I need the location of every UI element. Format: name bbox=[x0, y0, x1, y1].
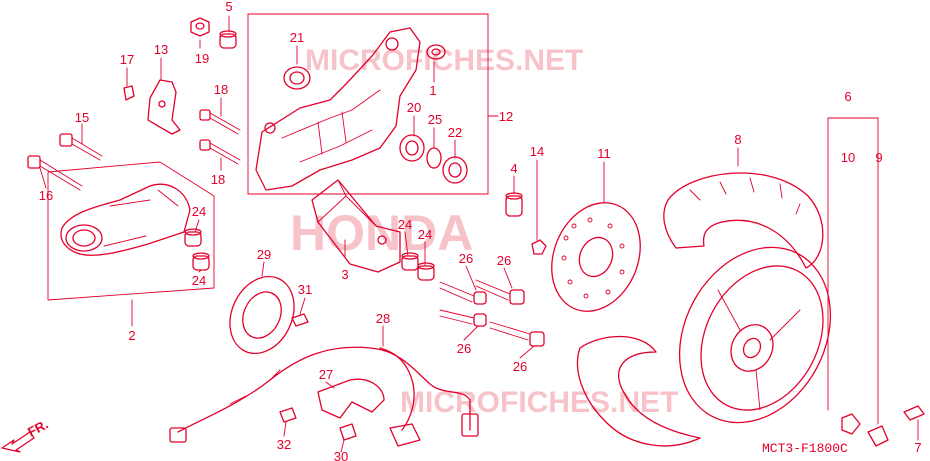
callout-26-c: 26 bbox=[457, 341, 471, 356]
callout-19: 19 bbox=[195, 51, 209, 66]
watermark-brand: HONDA bbox=[290, 205, 473, 261]
part-collar-5[interactable] bbox=[219, 30, 237, 49]
part-bolt-26-b[interactable] bbox=[475, 279, 525, 305]
callout-26-b: 26 bbox=[497, 253, 511, 268]
part-clip-7[interactable] bbox=[903, 405, 925, 421]
part-bushing-1[interactable] bbox=[426, 44, 446, 60]
callout-32: 32 bbox=[277, 437, 291, 452]
callout-2: 2 bbox=[128, 328, 135, 343]
callout-18-upper: 18 bbox=[214, 82, 228, 97]
callout-21: 21 bbox=[290, 30, 304, 45]
valve-group-lines bbox=[827, 117, 879, 425]
part-bolt-14[interactable] bbox=[531, 239, 547, 255]
callout-29: 29 bbox=[257, 247, 271, 262]
leader-lines bbox=[39, 15, 919, 453]
callout-26-d: 26 bbox=[513, 359, 527, 374]
direction-label: FR. bbox=[25, 416, 51, 439]
part-bearing-21[interactable] bbox=[283, 66, 311, 90]
callout-28: 28 bbox=[376, 311, 390, 326]
part-bolt-18-lower[interactable] bbox=[199, 139, 241, 165]
callout-3: 3 bbox=[341, 267, 348, 282]
part-bearing-20[interactable] bbox=[399, 134, 425, 162]
part-collar-24-a[interactable] bbox=[184, 228, 202, 247]
part-bearing-22[interactable] bbox=[442, 156, 468, 184]
callout-26-a: 26 bbox=[459, 251, 473, 266]
part-bolt-18-upper[interactable] bbox=[199, 109, 241, 135]
swing-arm-group-outline bbox=[47, 161, 215, 301]
callout-22: 22 bbox=[448, 125, 462, 140]
callout-24-a: 24 bbox=[192, 204, 206, 219]
callout-11: 11 bbox=[597, 146, 611, 161]
diagram-code: MCT3-F1800C bbox=[762, 441, 848, 456]
callout-17: 17 bbox=[120, 52, 134, 67]
part-valve-10[interactable] bbox=[841, 413, 861, 435]
part-bolt-26-c[interactable] bbox=[439, 309, 487, 327]
part-bolt-16[interactable] bbox=[27, 155, 83, 191]
part-collar-24-d[interactable] bbox=[417, 262, 435, 281]
part-sensor-wire-28[interactable] bbox=[169, 346, 479, 447]
callout-12: 12 bbox=[499, 109, 513, 124]
callout-18-lower: 18 bbox=[211, 172, 225, 187]
front-direction-arrow: FR. bbox=[1, 416, 51, 453]
callout-24-b: 24 bbox=[192, 273, 206, 288]
callout-13: 13 bbox=[154, 42, 168, 57]
part-bolt-32[interactable] bbox=[279, 407, 297, 423]
callout-27: 27 bbox=[319, 367, 333, 382]
callout-24-d: 24 bbox=[418, 227, 432, 242]
callout-9: 9 bbox=[875, 150, 882, 165]
part-tire-8[interactable] bbox=[576, 172, 824, 447]
part-collar-24-b[interactable] bbox=[192, 252, 210, 271]
callout-14: 14 bbox=[530, 144, 544, 159]
part-bolt-15[interactable] bbox=[59, 133, 103, 161]
part-link-3[interactable] bbox=[311, 179, 401, 273]
part-clamp-27[interactable] bbox=[317, 378, 385, 419]
callout-8: 8 bbox=[734, 132, 741, 147]
callout-10: 10 bbox=[841, 150, 855, 165]
callout-25: 25 bbox=[428, 112, 442, 127]
callout-20: 20 bbox=[407, 100, 421, 115]
part-brake-disc-11[interactable] bbox=[536, 189, 656, 324]
part-bolt-30[interactable] bbox=[339, 423, 357, 441]
callout-24-c: 24 bbox=[398, 217, 412, 232]
part-bolt-26-a[interactable] bbox=[439, 281, 487, 305]
part-nut-19[interactable] bbox=[190, 17, 210, 37]
callout-16: 16 bbox=[39, 188, 53, 203]
part-bolt-17[interactable] bbox=[123, 85, 135, 101]
watermark-site-bottom: MICROFICHES.NET bbox=[400, 386, 678, 419]
part-valve-9[interactable] bbox=[867, 425, 889, 447]
hanger-group-outline bbox=[247, 13, 489, 195]
callout-labels: 5 19 21 1 17 13 18 18 15 16 24 24 2 20 2… bbox=[39, 0, 922, 461]
callout-7: 7 bbox=[914, 440, 921, 455]
callout-30: 30 bbox=[334, 449, 348, 461]
callout-31: 31 bbox=[298, 282, 312, 297]
part-bolt-31[interactable] bbox=[291, 313, 309, 327]
callout-6: 6 bbox=[844, 89, 851, 104]
callout-4: 4 bbox=[510, 161, 517, 176]
callout-15: 15 bbox=[75, 110, 89, 125]
part-pulser-ring-29[interactable] bbox=[218, 266, 306, 364]
part-collar-4[interactable] bbox=[505, 192, 523, 217]
part-bolt-26-d[interactable] bbox=[489, 321, 545, 347]
callout-1: 1 bbox=[429, 83, 436, 98]
part-rear-wheel[interactable] bbox=[650, 221, 860, 449]
part-bracket-13[interactable] bbox=[147, 79, 181, 135]
part-hanger-bracket-1[interactable] bbox=[255, 27, 421, 191]
part-swing-arm-2[interactable] bbox=[60, 183, 191, 256]
callout-5: 5 bbox=[225, 0, 232, 14]
part-collar-24-c[interactable] bbox=[401, 252, 419, 271]
part-collar-25[interactable] bbox=[426, 147, 442, 169]
